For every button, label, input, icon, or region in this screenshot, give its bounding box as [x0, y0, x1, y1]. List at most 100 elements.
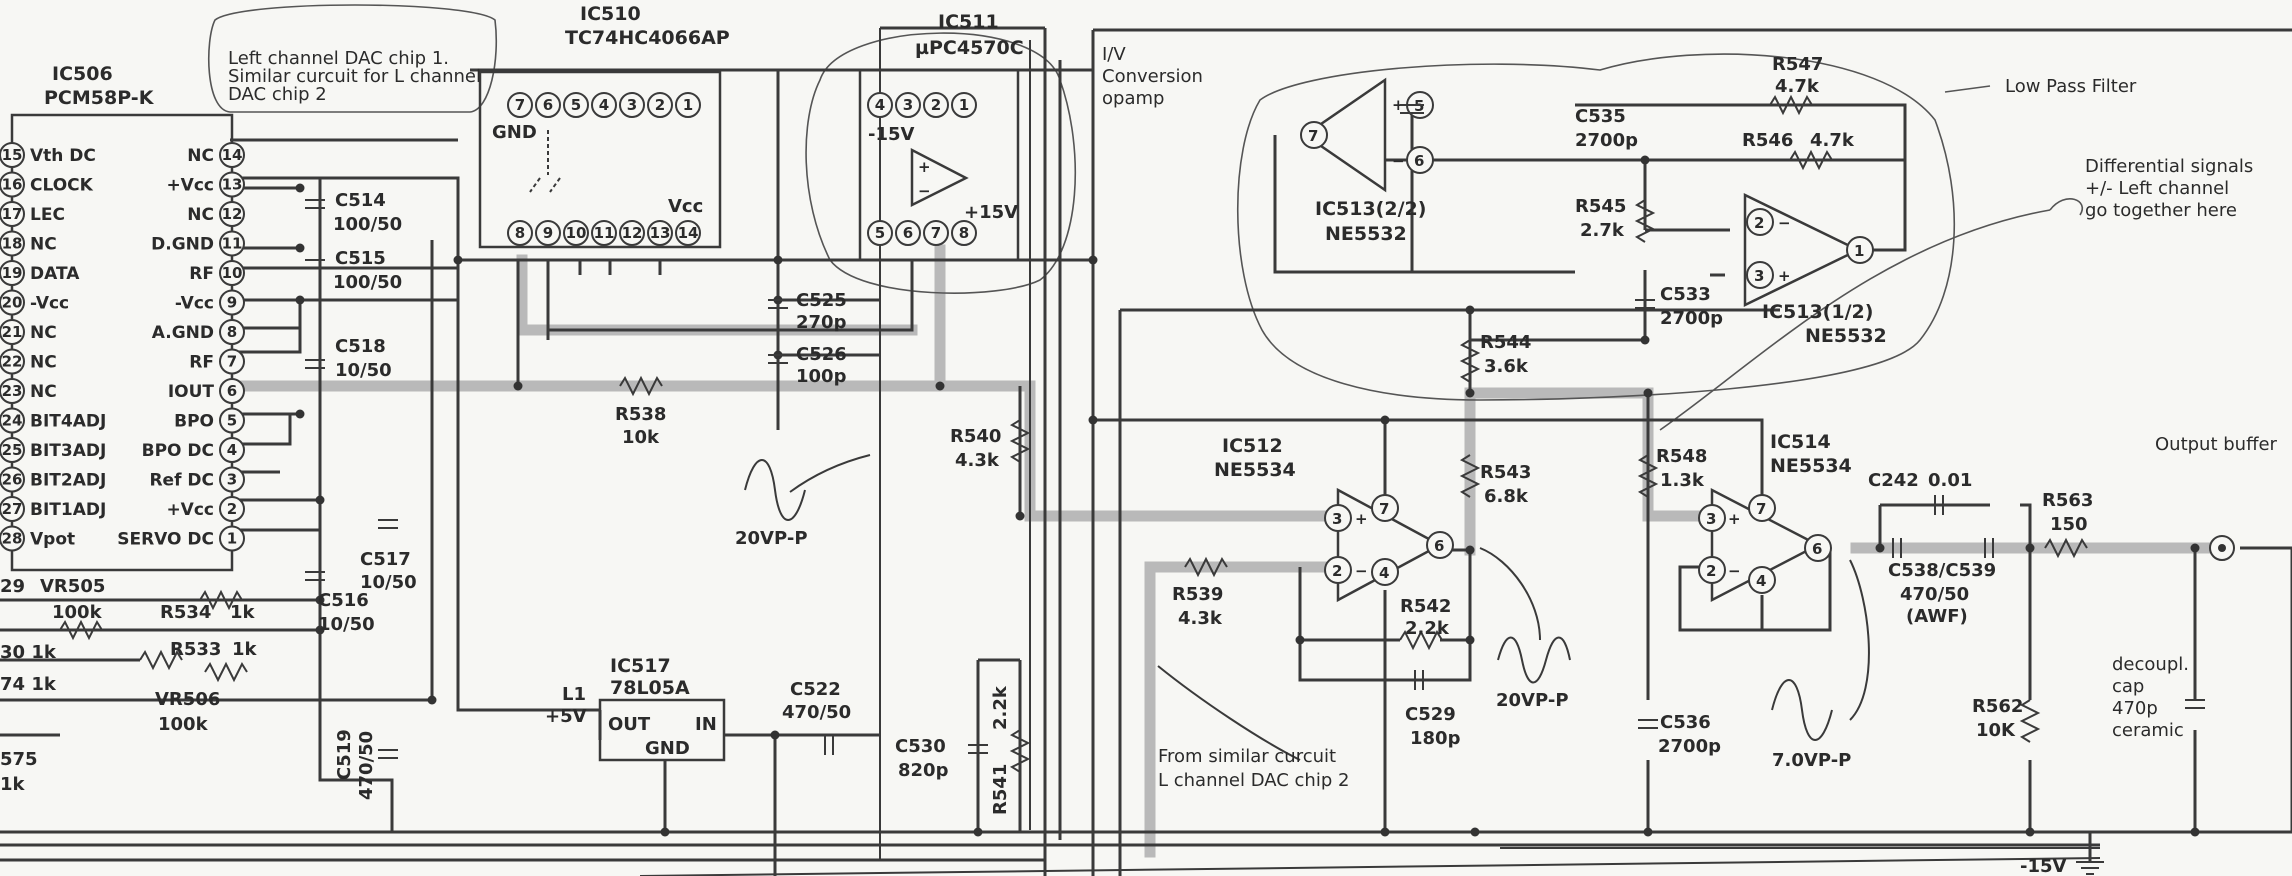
- ic510-pin-number: 10: [566, 224, 587, 242]
- ic506-pin-number: 28: [2, 530, 23, 548]
- vr505-val: 100k: [52, 602, 103, 623]
- svg-text:2: 2: [1332, 562, 1342, 580]
- ic506-pin-label: IOUT: [168, 382, 215, 402]
- svg-text:−: −: [918, 182, 931, 200]
- ic506-pin-number: 21: [2, 323, 23, 341]
- component-labels: C514 100/50 C515 100/50 C518 10/50 C517 …: [52, 54, 2093, 815]
- waveform-icons: [744, 454, 1870, 761]
- note-decoupl-4: ceramic: [2112, 720, 2184, 741]
- ic517-5v: +5V: [545, 706, 587, 727]
- note-decoupl-3: 470p: [2112, 698, 2158, 719]
- c516-val: 10/50: [318, 614, 375, 635]
- ic506-pin-9: [219, 289, 245, 316]
- c242-ref: C242: [1868, 470, 1919, 491]
- ic511-pin-number: 5: [875, 224, 885, 242]
- c242-symbol: [1934, 495, 1944, 515]
- ic506-pin-10: [219, 260, 245, 286]
- ic510-pin-number: 7: [515, 96, 525, 114]
- ic506-pin-number: 7: [227, 353, 237, 371]
- ic510-pin-14: [675, 220, 701, 246]
- r542-ref: R542: [1400, 596, 1451, 617]
- ic512-part: NE5534: [1214, 459, 1296, 481]
- ic506-pin-label: BPO: [174, 412, 214, 432]
- svg-text:+: +: [1778, 267, 1791, 285]
- ic506-pin-number: 5: [227, 412, 237, 430]
- ic510-pin-number: 14: [678, 224, 699, 242]
- ic506-pin-2: [219, 496, 245, 522]
- note-left-dac-3: DAC chip 2: [228, 84, 327, 105]
- svg-text:7: 7: [1379, 500, 1389, 518]
- waveform-labels: 20VP-P 20VP-P 7.0VP-P -15V: [735, 528, 2067, 876]
- c525-val: 270p: [796, 312, 847, 333]
- ic510-pin-9: [535, 220, 561, 246]
- ic510-pin-11: [591, 220, 617, 246]
- ic506-pin-number: 23: [2, 382, 23, 400]
- ic506-pin-label: NC: [187, 146, 214, 166]
- r534-symbol: [199, 589, 243, 611]
- ic506-pin-number: 3: [227, 471, 237, 489]
- ic510-pin-number: 13: [650, 224, 671, 242]
- annotation-clouds: [207, 4, 2083, 431]
- c514-ref: C514: [335, 190, 386, 211]
- c525-symbol: [768, 299, 788, 309]
- r546-symbol: [1789, 149, 1833, 171]
- ic510-vcc: Vcc: [668, 196, 703, 217]
- c518-ref: C518: [335, 336, 386, 357]
- r562-symbol: [2019, 699, 2041, 743]
- junction-dots: [295, 100, 2200, 837]
- c516-symbol: [305, 571, 325, 581]
- ic506-pin-number: 16: [2, 176, 23, 194]
- ic506-pin-label: BPO DC: [142, 441, 214, 461]
- svg-text:−: −: [1392, 152, 1405, 170]
- r534-val: 1k: [230, 602, 256, 623]
- c519-ref: C519: [334, 729, 355, 780]
- c517-symbol: [378, 519, 398, 529]
- c515-symbol: [305, 259, 325, 269]
- ground-icon: [2076, 861, 2104, 875]
- c533-symbol: [1635, 299, 1655, 309]
- svg-text:7: 7: [1308, 127, 1318, 145]
- ic506-pin-number: 8: [227, 323, 237, 341]
- ic511-pin-6: [895, 220, 921, 246]
- ic506-pin-21: [0, 319, 25, 345]
- ic512-opamp: 3 2 7 4 6 +− IC512 NE5534: [1214, 435, 1454, 603]
- c538-extra: (AWF): [1906, 606, 1968, 627]
- r533-ref: R533: [170, 639, 221, 660]
- ic506-pin-label: BIT3ADJ: [30, 441, 106, 461]
- ic506-pin-13: [219, 171, 245, 198]
- ic506-pin-number: 2: [227, 500, 237, 518]
- ic506-pin-label: -Vcc: [175, 294, 214, 314]
- svg-text:3: 3: [1754, 267, 1764, 285]
- ic517-part: 78L05A: [610, 677, 690, 699]
- svg-text:3: 3: [1706, 510, 1716, 528]
- ic506-pin-23: [0, 378, 25, 404]
- r540-ref: R540: [950, 426, 1001, 447]
- ic506-pin-number: 24: [2, 412, 23, 430]
- ic506-pin-label: RF: [189, 264, 214, 284]
- c533-val: 2700p: [1660, 308, 1723, 329]
- ic517-l1: L1: [562, 684, 586, 705]
- r541-ref: R541: [990, 764, 1011, 815]
- ic506-pin-number: 6: [227, 382, 237, 400]
- left-edge-r74: 74 1k: [0, 674, 57, 695]
- ic513b-opamp: 5 6 7 +− IC513(2/2) NE5532: [1300, 77, 1434, 245]
- note-left-dac-2: Similar curcuit for L channel: [228, 66, 481, 87]
- ic511-pin-4: [867, 92, 893, 118]
- ic506-pin-label: BIT2ADJ: [30, 471, 106, 491]
- r541-val: 2.2k: [990, 685, 1011, 730]
- ic510-gnd: GND: [492, 122, 537, 143]
- ic511-pin-1: [951, 92, 977, 118]
- c529-symbol: [1414, 670, 1424, 690]
- ic506-pin-number: 11: [222, 235, 243, 253]
- ic511-pin-number: 6: [903, 224, 913, 242]
- r547-symbol: [1769, 94, 1813, 116]
- c515-val: 100/50: [333, 272, 402, 293]
- ic510-pin-number: 6: [543, 96, 553, 114]
- c242-val: 0.01: [1928, 470, 1972, 491]
- ic517-regulator: IC517 78L05A OUT IN GND L1 +5V: [545, 655, 726, 762]
- ic514-ref: IC514: [1770, 431, 1831, 453]
- r547-val: 4.7k: [1775, 76, 1820, 97]
- ic510-pin-number: 5: [571, 96, 581, 114]
- r545-val: 2.7k: [1580, 220, 1625, 241]
